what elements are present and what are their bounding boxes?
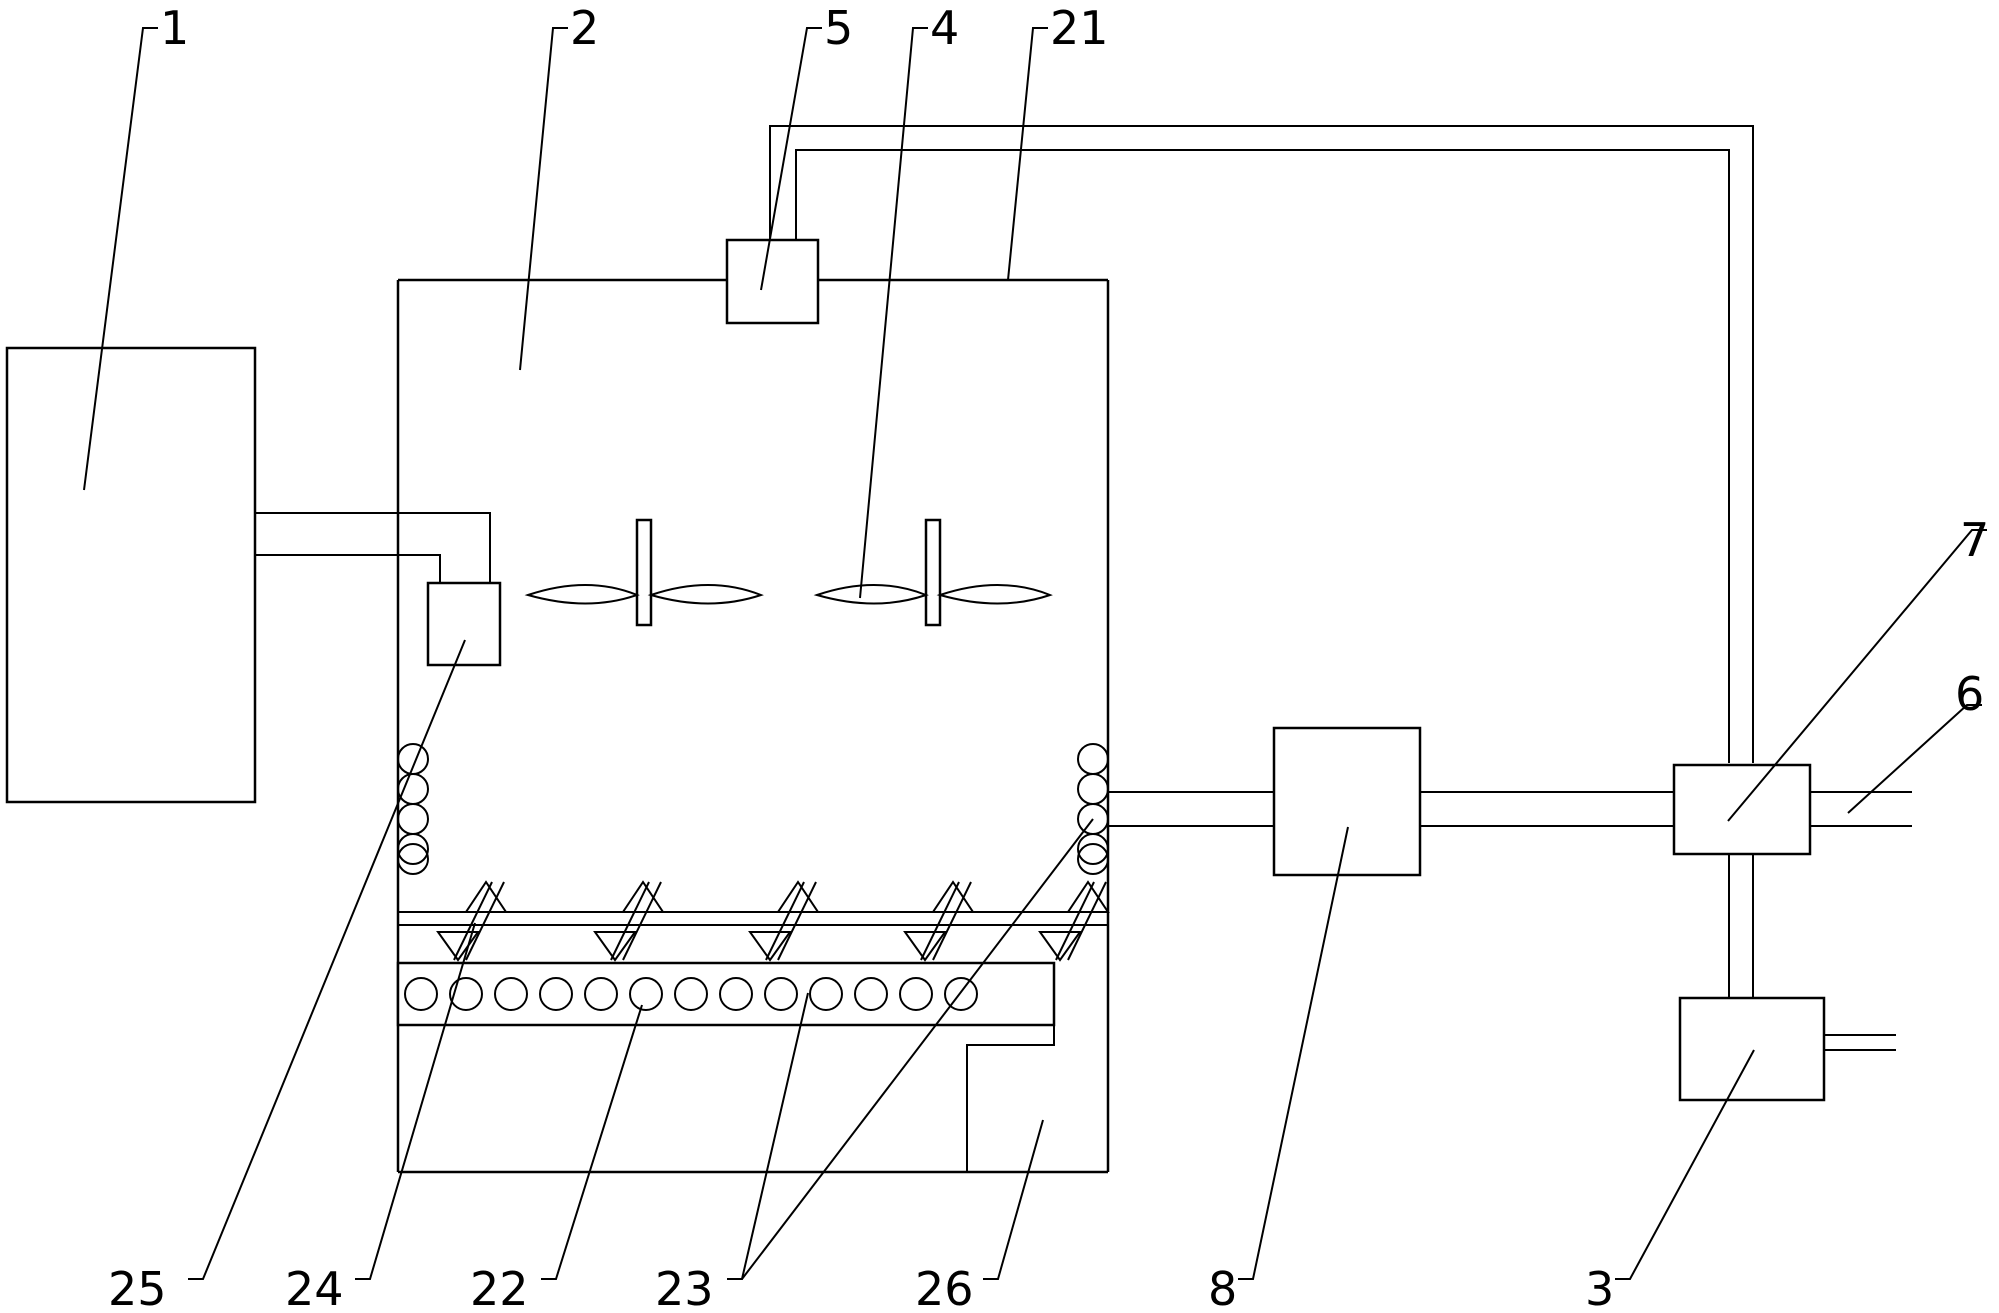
component-22-tray (396, 961, 1056, 1027)
label-25: 25 (108, 1262, 167, 1313)
screw-blade (748, 880, 820, 962)
label-21: 21 (1050, 1, 1109, 55)
heating-coil-right (1077, 743, 1109, 875)
roller (764, 977, 798, 1011)
component-3-outlet (1824, 1034, 1896, 1051)
label-22: 22 (470, 1262, 529, 1313)
stirrer-right (813, 518, 1053, 627)
outlet-pipe (1108, 791, 1912, 827)
roller (899, 977, 933, 1011)
label-1: 1 (160, 1, 189, 55)
component-26-outlet (966, 1025, 1055, 1172)
roller (809, 977, 843, 1011)
roller (494, 977, 528, 1011)
tray-rollers (404, 977, 978, 1011)
component-8-box (1272, 726, 1422, 877)
label-6: 6 (1955, 667, 1984, 721)
roller (584, 977, 618, 1011)
screw-conveyors (436, 880, 1110, 962)
return-pipe (769, 125, 1754, 763)
roller (719, 977, 753, 1011)
roller (539, 977, 573, 1011)
main-vessel (396, 278, 1110, 1174)
component-3-box (1678, 996, 1826, 1102)
label-23: 23 (655, 1262, 714, 1313)
screw-blade (436, 880, 508, 962)
label-2: 2 (570, 1, 599, 55)
component-1-box (5, 346, 257, 804)
roller (674, 977, 708, 1011)
screw-blade (593, 880, 665, 962)
screw-blade (1038, 880, 1110, 962)
roller (449, 977, 483, 1011)
roller (629, 977, 663, 1011)
roller (944, 977, 978, 1011)
feed-pipe (255, 512, 491, 583)
roller (854, 977, 888, 1011)
label-3: 3 (1585, 1262, 1614, 1313)
label-7: 7 (1960, 513, 1989, 567)
screw-blade (903, 880, 975, 962)
label-4: 4 (930, 1, 959, 55)
component-25-box (426, 581, 502, 667)
heating-coil-left (397, 743, 429, 875)
label-8: 8 (1208, 1262, 1237, 1313)
component-7-box (1672, 763, 1812, 856)
screen-plate (398, 911, 1108, 926)
leader-lines (83, 27, 1987, 1280)
stirrer-left (524, 518, 764, 627)
label-5: 5 (824, 1, 853, 55)
pipe-to-3 (1728, 854, 1754, 998)
roller (404, 977, 438, 1011)
label-24: 24 (285, 1262, 344, 1313)
component-5-box (725, 238, 820, 325)
label-26: 26 (915, 1262, 974, 1313)
